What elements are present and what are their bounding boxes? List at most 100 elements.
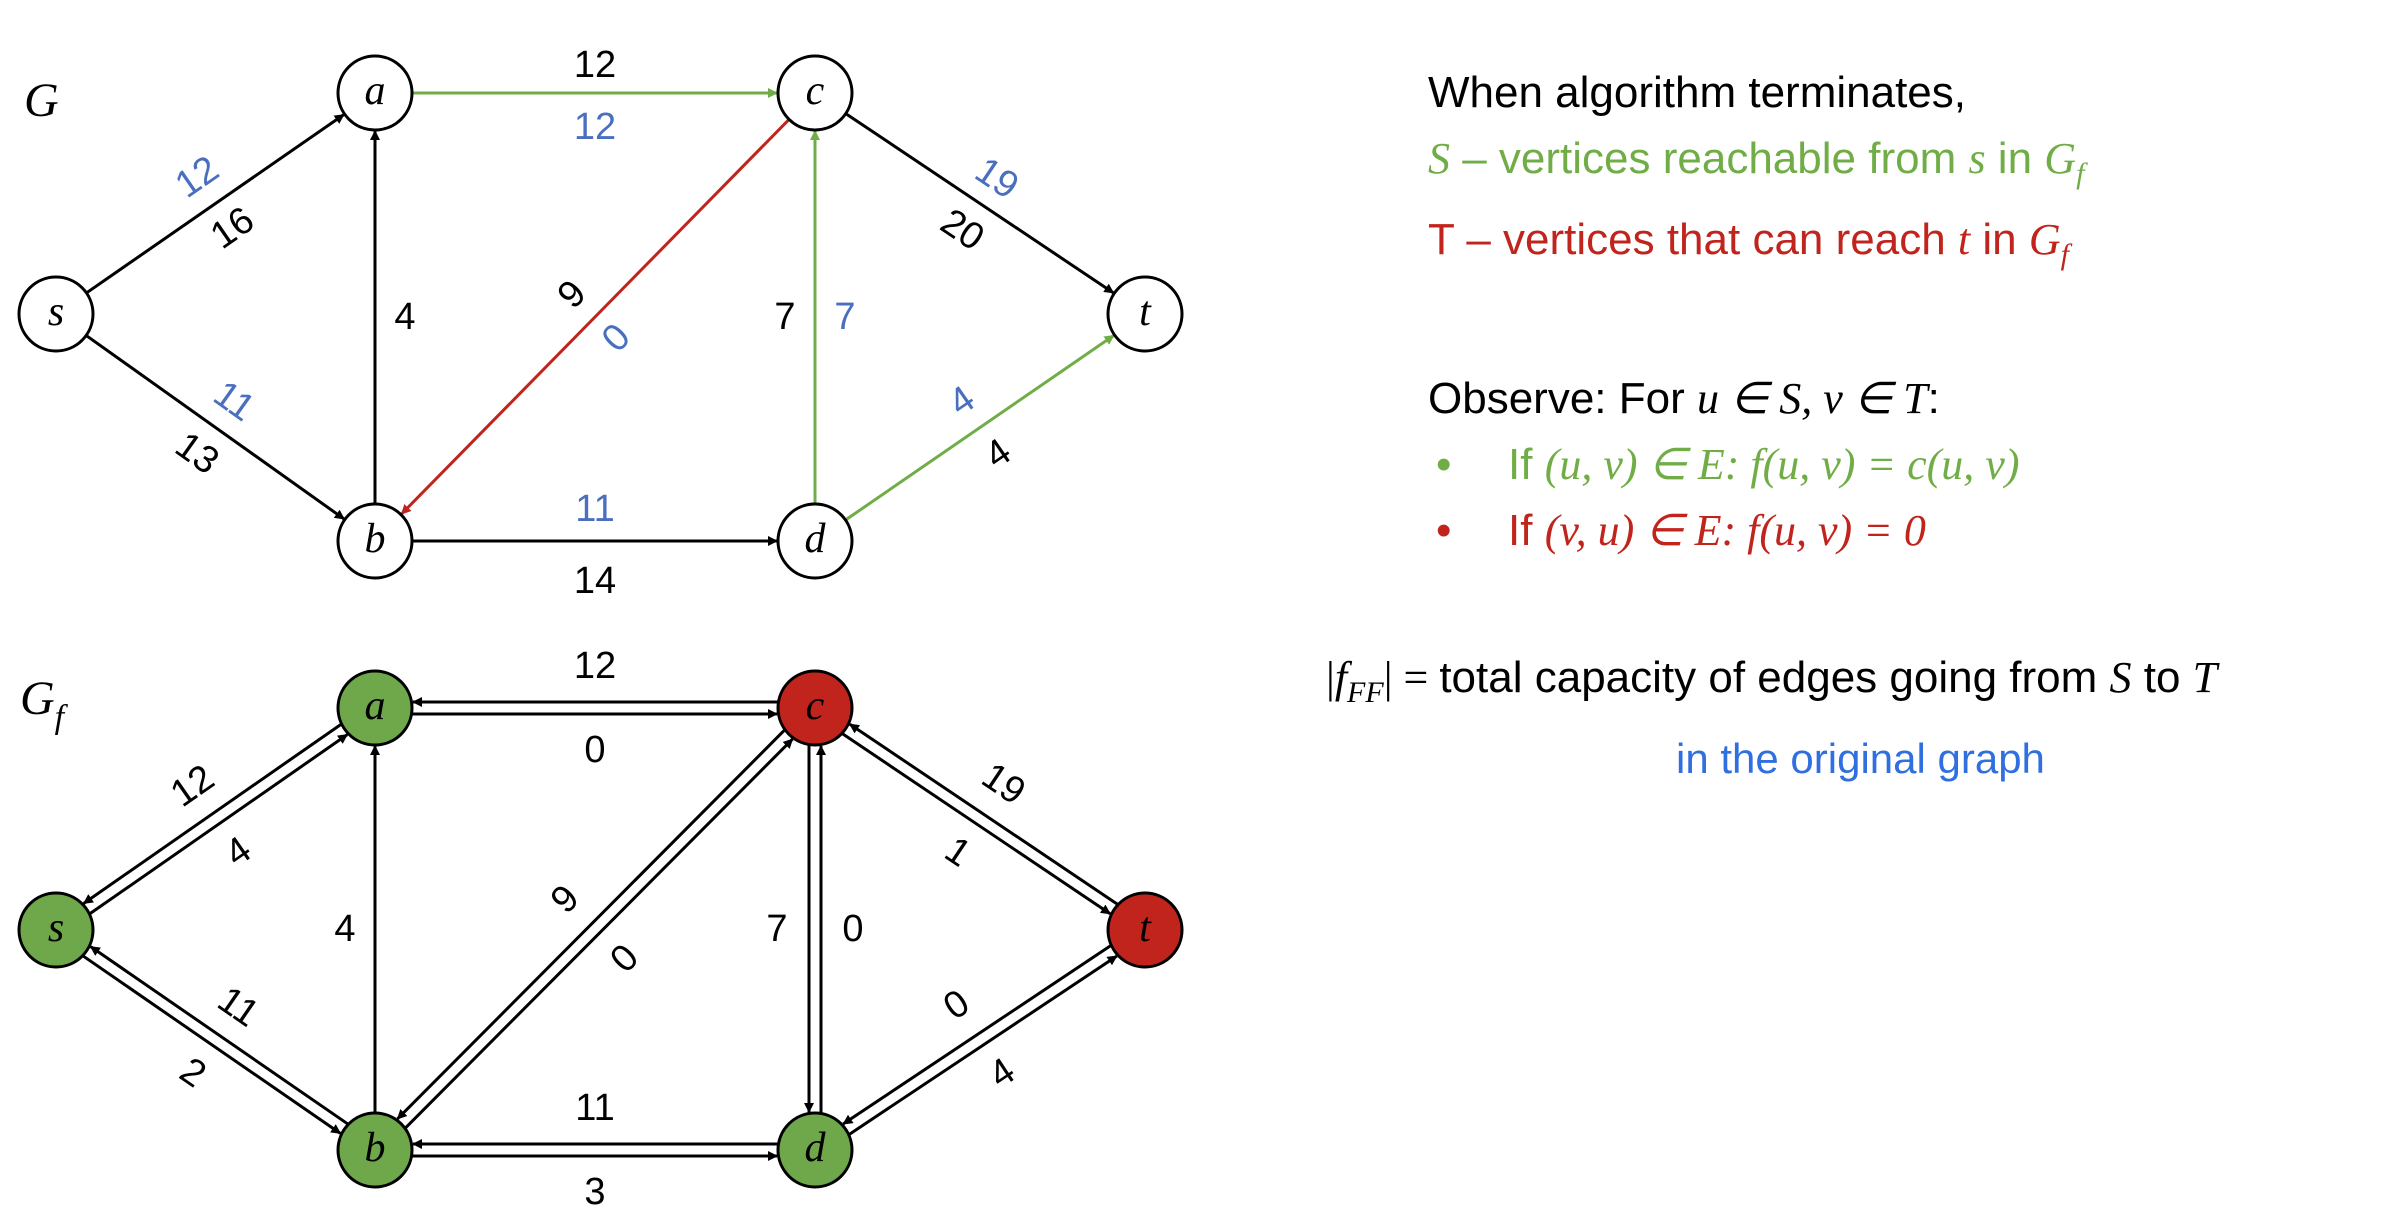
node-circle bbox=[776, 54, 854, 132]
graph-g-title: G bbox=[24, 74, 59, 127]
residual-edge-b-s bbox=[89, 945, 349, 1126]
residual-label-c-a: 12 bbox=[574, 645, 616, 687]
node-circle bbox=[336, 502, 414, 580]
node-t: t bbox=[1106, 891, 1184, 969]
set-t-symbol: T bbox=[2192, 653, 2218, 702]
flow-label-a-c: 12 bbox=[574, 106, 616, 148]
residual-edge-b-c bbox=[404, 738, 794, 1130]
flow-value-subscript: FF bbox=[1347, 676, 1384, 709]
capacity-label-b-a: 4 bbox=[394, 296, 415, 338]
edge-s-b bbox=[85, 334, 345, 521]
bullet-backward-edge: • If (v, u) ∈ E: f(u, v) = 0 bbox=[1428, 498, 2020, 564]
node-label: b bbox=[365, 516, 386, 562]
capacity-label-b-d: 14 bbox=[574, 560, 616, 602]
node-label: c bbox=[806, 68, 825, 114]
residual-graph-symbol: G bbox=[2044, 134, 2077, 183]
capacity-label-c-t: 20 bbox=[933, 201, 992, 259]
capacity-label-d-t: 4 bbox=[978, 431, 1019, 478]
result-text: total capacity of edges going from bbox=[1439, 653, 2110, 702]
flow-value-equals: | = bbox=[1383, 653, 1440, 702]
residual-label-c-d: 7 bbox=[766, 908, 787, 950]
node-s: s bbox=[17, 275, 95, 353]
residual-label-d-t: 4 bbox=[982, 1050, 1023, 1097]
bullet-if: If bbox=[1508, 506, 1545, 555]
node-circle bbox=[336, 669, 414, 747]
residual-graph-subscript: f bbox=[2076, 157, 2085, 190]
residual-label-b-s: 11 bbox=[210, 979, 266, 1036]
residual-label-b-d: 3 bbox=[584, 1171, 605, 1213]
flow-label-c-b: 0 bbox=[594, 316, 639, 361]
result-line: |fFF| = total capacity of edges going fr… bbox=[1326, 645, 2217, 726]
result-to: to bbox=[2131, 653, 2193, 702]
node-c: c bbox=[776, 54, 854, 132]
set-s-definition: S – vertices reachable from s in Gf bbox=[1428, 126, 2084, 207]
residual-label-b-c: 0 bbox=[602, 936, 647, 981]
node-circle bbox=[1106, 891, 1184, 969]
observe-math: u ∈ S, v ∈ T bbox=[1696, 374, 1928, 423]
node-circle bbox=[336, 1111, 414, 1189]
node-circle bbox=[1106, 275, 1184, 353]
node-circle bbox=[776, 502, 854, 580]
node-label: c bbox=[806, 683, 825, 729]
flow-label-b-d: 11 bbox=[575, 488, 614, 530]
bullet-dot: • bbox=[1436, 440, 1452, 489]
residual-label-c-b: 9 bbox=[543, 877, 588, 922]
residual-label-a-c: 0 bbox=[584, 729, 605, 771]
bullet-dot: • bbox=[1436, 506, 1452, 555]
node-circle bbox=[17, 275, 95, 353]
node-label: s bbox=[48, 289, 64, 335]
node-label: t bbox=[1139, 289, 1152, 335]
node-label: d bbox=[805, 516, 827, 562]
residual-label-d-b: 11 bbox=[575, 1087, 614, 1129]
edge-c-t bbox=[844, 112, 1115, 295]
residual-label-s-b: 2 bbox=[172, 1050, 213, 1097]
node-circle bbox=[336, 54, 414, 132]
set-t-symbol: T bbox=[1428, 215, 1455, 264]
observe-suffix: : bbox=[1927, 374, 1940, 423]
residual-label-t-d: 0 bbox=[936, 982, 977, 1029]
residual-edge-t-c bbox=[849, 722, 1119, 906]
residual-edge-c-b bbox=[396, 728, 786, 1120]
residual-label-a-s: 12 bbox=[163, 757, 222, 816]
result-note: in the original graph bbox=[1676, 735, 2045, 782]
sink-symbol: t bbox=[1957, 215, 1971, 264]
node-c: c bbox=[776, 669, 854, 747]
bullet-forward-edge: •If (u, v) ∈ E: f(u, v) = c(u, v) bbox=[1428, 432, 2020, 498]
residual-label-b-a: 4 bbox=[334, 908, 355, 950]
node-a: a bbox=[336, 669, 414, 747]
observe-line: Observe: For u ∈ S, v ∈ T: bbox=[1428, 366, 2020, 432]
capacity-label-c-b: 9 bbox=[550, 272, 595, 317]
capacity-label-s-b: 13 bbox=[168, 424, 227, 483]
flow-label-s-a: 12 bbox=[168, 148, 227, 207]
source-symbol: s bbox=[1968, 134, 1986, 183]
node-circle bbox=[776, 1111, 854, 1189]
set-s-symbol: S bbox=[2109, 653, 2132, 702]
flow-value-bar: | bbox=[1326, 653, 1335, 702]
bullet-if: If bbox=[1508, 440, 1545, 489]
node-label: a bbox=[365, 683, 386, 729]
capacity-label-d-c: 7 bbox=[774, 296, 795, 338]
node-s: s bbox=[17, 891, 95, 969]
bullet-math: (v, u) ∈ E: f(u, v) = 0 bbox=[1544, 506, 1926, 555]
edge-s-a bbox=[85, 113, 345, 295]
flow-value-f: f bbox=[1334, 653, 1348, 702]
residual-label-d-c: 0 bbox=[842, 908, 863, 950]
residual-edge-t-d bbox=[842, 944, 1112, 1126]
residual-edge-s-a bbox=[88, 733, 349, 916]
flow-label-c-t: 19 bbox=[967, 149, 1026, 207]
node-circle bbox=[776, 669, 854, 747]
result-panel: |fFF| = total capacity of edges going fr… bbox=[1326, 645, 2217, 792]
flow-label-s-b: 11 bbox=[206, 373, 262, 430]
flow-label-d-t: 4 bbox=[941, 378, 982, 425]
node-label: s bbox=[48, 905, 64, 951]
node-d: d bbox=[776, 502, 854, 580]
graph-gf-title-subscript: f bbox=[55, 699, 69, 736]
residual-edge-s-b bbox=[82, 954, 342, 1135]
set-t-in: in bbox=[1970, 215, 2029, 264]
set-s-symbol: S bbox=[1428, 134, 1450, 183]
node-b: b bbox=[336, 502, 414, 580]
set-t-text: – vertices that can reach bbox=[1454, 215, 1958, 264]
explanation-panel: When algorithm terminates, S – vertices … bbox=[1428, 60, 2084, 288]
